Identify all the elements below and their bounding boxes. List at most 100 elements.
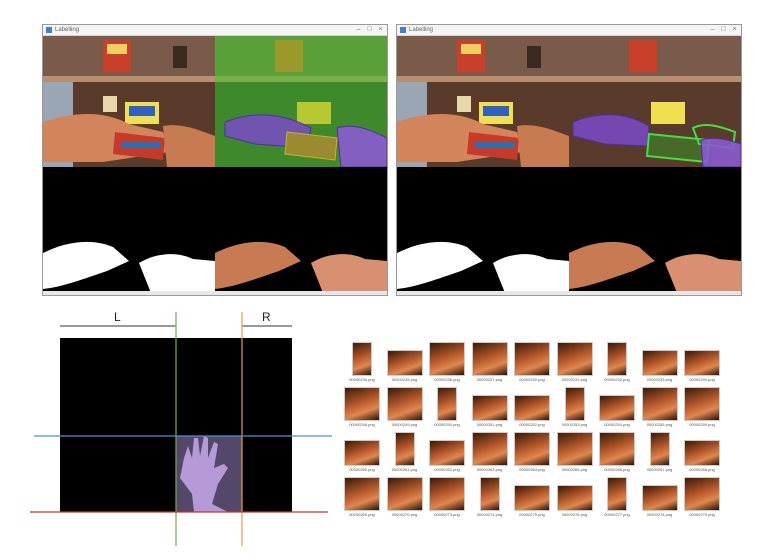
maximize-button[interactable]: □ <box>721 26 726 33</box>
hand-mask <box>43 167 215 293</box>
window-titlebar: Labelling – □ × <box>43 25 387 36</box>
thumbnail-item[interactable]: 00000250.png <box>427 387 467 433</box>
thumbnail-item[interactable]: 00000240.png <box>682 342 722 388</box>
thumbnail-image <box>607 477 627 511</box>
thumbnail-image <box>429 440 465 466</box>
thumbnail-item[interactable]: 00000233.png <box>640 342 680 388</box>
right-label: R <box>262 310 271 324</box>
thumbnail-item[interactable]: 00000273.png <box>427 477 467 523</box>
original-frame-panel <box>397 36 569 167</box>
thumbnail-image <box>556 342 593 376</box>
close-button[interactable]: × <box>378 26 383 33</box>
thumbnail-filename: 00000253.png <box>561 422 588 427</box>
thumbnail-item[interactable]: 00000230.png <box>512 342 552 388</box>
thumbnail-item[interactable]: 00000253.png <box>555 387 595 433</box>
thumbnail-item[interactable]: 00000260.png <box>342 432 382 478</box>
thumbnail-filename: 00000248.png <box>349 422 375 427</box>
thumbnail-item[interactable]: 00000249.png <box>385 387 425 433</box>
thumbnail-filename: 00000235.png <box>391 377 418 382</box>
thumbnail-item[interactable]: 00000248.png <box>342 387 382 433</box>
thumbnail-item[interactable]: 00000267.png <box>640 432 680 478</box>
thumbnail-filename: 00000276.png <box>561 512 588 517</box>
left-label: L <box>114 310 121 324</box>
app-icon <box>400 27 406 33</box>
thumbnail-item[interactable]: 00000278.png <box>640 477 680 523</box>
thumbnail-item[interactable]: 00000269.png <box>342 477 382 523</box>
binary-mask-panel <box>397 167 569 293</box>
thumbnail-image <box>429 342 465 376</box>
app-icon <box>46 27 52 33</box>
thumbnail-image <box>556 432 593 466</box>
thumbnail-item[interactable]: 00000264.png <box>512 432 552 478</box>
thumbnail-image <box>394 432 415 466</box>
maximize-button[interactable]: □ <box>367 26 372 33</box>
thumbnail-item[interactable]: 00000251.png <box>470 387 510 433</box>
thumbnail-item[interactable]: 00000231.png <box>555 342 595 388</box>
minimize-button[interactable]: – <box>710 26 715 33</box>
masked-hand-image <box>215 167 387 293</box>
thumbnail-filename: 00000264.png <box>519 467 545 472</box>
thumbnail-item[interactable]: 00000277.png <box>597 477 637 523</box>
thumbnail-filename: 00000275.png <box>519 512 545 517</box>
thumbnail-image <box>514 395 550 421</box>
thumbnail-filename: 00000270.png <box>391 512 418 517</box>
thumbnail-item[interactable]: 00000236.png <box>427 342 467 388</box>
thumbnail-item[interactable]: 00000270.png <box>385 477 425 523</box>
thumbnail-filename: 00000261.png <box>391 467 418 472</box>
thumbnail-image <box>641 387 678 421</box>
thumbnail-filename: 00000262.png <box>434 467 460 472</box>
thumbnail-filename: 00000250.png <box>434 422 460 427</box>
thumbnail-image <box>514 342 550 376</box>
thumbnail-filename: 00000277.png <box>604 512 630 517</box>
thumbnail-item[interactable]: 00000235.png <box>385 342 425 388</box>
thumbnail-filename: 00000255.png <box>646 422 673 427</box>
thumbnail-item[interactable]: 00000268.png <box>682 432 722 478</box>
thumbnail-image <box>607 342 627 376</box>
thumbnail-item[interactable]: 00000252.png <box>512 387 552 433</box>
thumbnail-image <box>352 342 372 376</box>
segmentation-overlay <box>215 36 387 167</box>
window-titlebar: Labelling – □ × <box>397 25 741 36</box>
thumbnail-item[interactable]: 00000262.png <box>427 432 467 478</box>
minimize-button[interactable]: – <box>356 26 361 33</box>
thumbnail-filename: 00000279.png <box>689 512 715 517</box>
thumbnail-item[interactable]: 00000276.png <box>555 477 595 523</box>
thumbnail-item[interactable]: 00000237.png <box>470 342 510 388</box>
thumbnail-item[interactable]: 00000234.png <box>342 342 382 388</box>
thumbnail-image <box>386 477 423 511</box>
thumbnail-item[interactable]: 00000266.png <box>597 432 637 478</box>
thumbnail-filename: 00000231.png <box>561 377 588 382</box>
thumbnail-filename: 00000265.png <box>561 467 588 472</box>
thumbnail-image <box>684 440 720 466</box>
thumbnail-filename: 00000278.png <box>646 512 673 517</box>
thumbnail-image <box>386 387 423 421</box>
thumbnail-filename: 00000267.png <box>646 467 673 472</box>
close-button[interactable]: × <box>732 26 737 33</box>
thumbnail-item[interactable]: 00000255.png <box>640 387 680 433</box>
thumbnail-item[interactable]: 00000279.png <box>682 477 722 523</box>
thumbnail-image <box>344 477 380 511</box>
overlay-frame-panel <box>215 36 387 167</box>
thumbnail-item[interactable]: 00000261.png <box>385 432 425 478</box>
thumbnail-image <box>649 432 670 466</box>
thumbnail-item[interactable]: 00000232.png <box>597 342 637 388</box>
thumbnail-item[interactable]: 00000274.png <box>470 477 510 523</box>
thumbnail-item[interactable]: 00000265.png <box>555 432 595 478</box>
original-frame-panel <box>43 36 215 167</box>
thumbnail-item[interactable]: 00000263.png <box>470 432 510 478</box>
thumbnail-item[interactable]: 00000275.png <box>512 477 552 523</box>
thumbnail-filename: 00000259.png <box>689 422 715 427</box>
thumbnail-item[interactable]: 00000254.png <box>597 387 637 433</box>
thumbnail-filename: 00000237.png <box>476 377 503 382</box>
hand-mask <box>397 167 569 293</box>
binary-mask-panel <box>43 167 215 293</box>
thumbnail-filename: 00000274.png <box>476 512 503 517</box>
thumbnail-filename: 00000269.png <box>349 512 375 517</box>
masked-hand-image <box>569 167 741 293</box>
viewer-window-left: Labelling – □ × <box>42 24 388 296</box>
viewer-window-right: Labelling – □ × <box>396 24 742 296</box>
thumbnail-filename: 00000240.png <box>689 377 715 382</box>
masked-hand-panel <box>569 167 741 293</box>
thumbnail-item[interactable]: 00000259.png <box>682 387 722 433</box>
thumbnail-image <box>641 350 678 376</box>
